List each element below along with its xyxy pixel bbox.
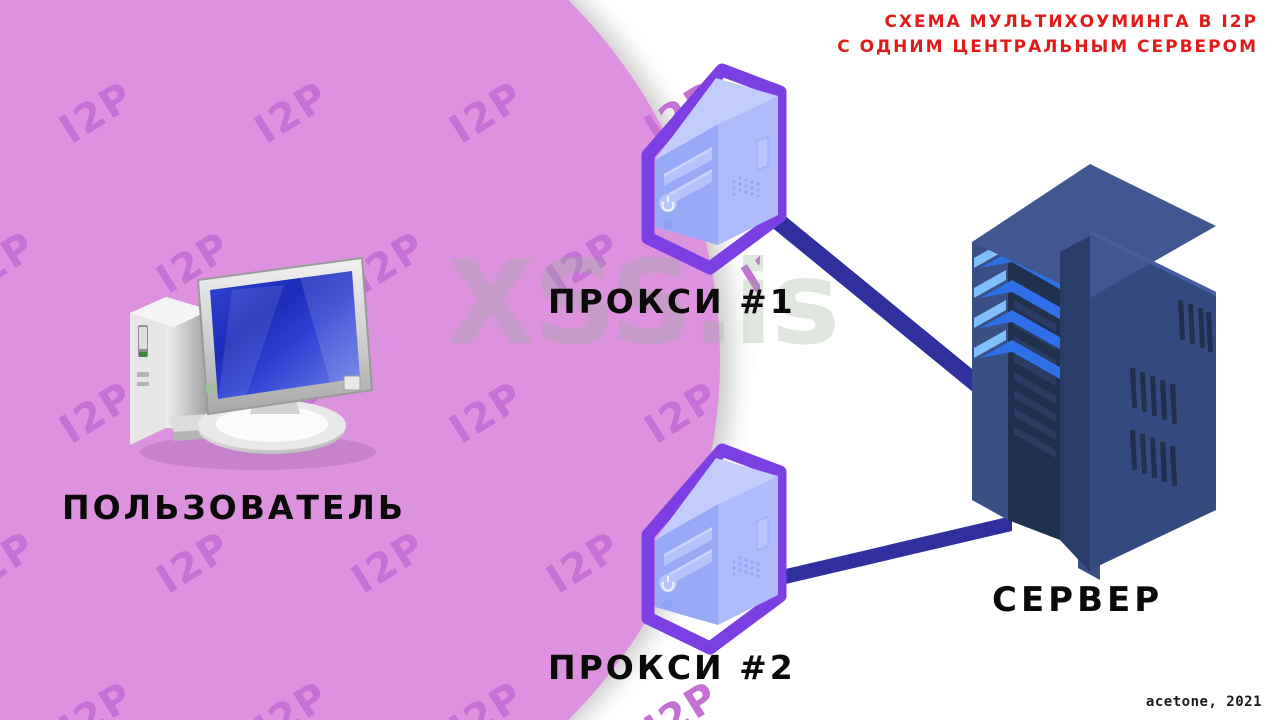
diagram-title: СХЕМА МУЛЬТИХОУМИНГА В I2P С ОДНИМ ЦЕНТР… <box>837 10 1258 60</box>
tower-pc-icon-proxy2 <box>641 443 787 655</box>
tower-pc-icon-proxy1 <box>641 63 787 275</box>
label-proxy1: ПРОКСИ #1 <box>548 282 796 321</box>
label-proxy2: ПРОКСИ #2 <box>548 648 796 687</box>
label-server: СЕРВЕР <box>992 580 1164 620</box>
monitor-stand <box>198 392 346 454</box>
desktop-computer-icon <box>130 256 376 470</box>
server-rack-icon <box>972 164 1216 580</box>
proxy1-outline <box>641 63 787 275</box>
author-credit: acetone, 2021 <box>1145 694 1262 710</box>
title-line-2: С ОДНИМ ЦЕНТРАЛЬНЫМ СЕРВЕРОМ <box>837 37 1258 57</box>
monitor <box>196 256 374 416</box>
server-vents <box>1129 299 1214 486</box>
xss-is-watermark: XSS.is <box>446 236 840 371</box>
title-line-1: СХЕМА МУЛЬТИХОУМИНГА В I2P <box>884 12 1258 32</box>
label-user: ПОЛЬЗОВАТЕЛЬ <box>62 488 407 527</box>
proxy2-outline <box>641 443 787 655</box>
